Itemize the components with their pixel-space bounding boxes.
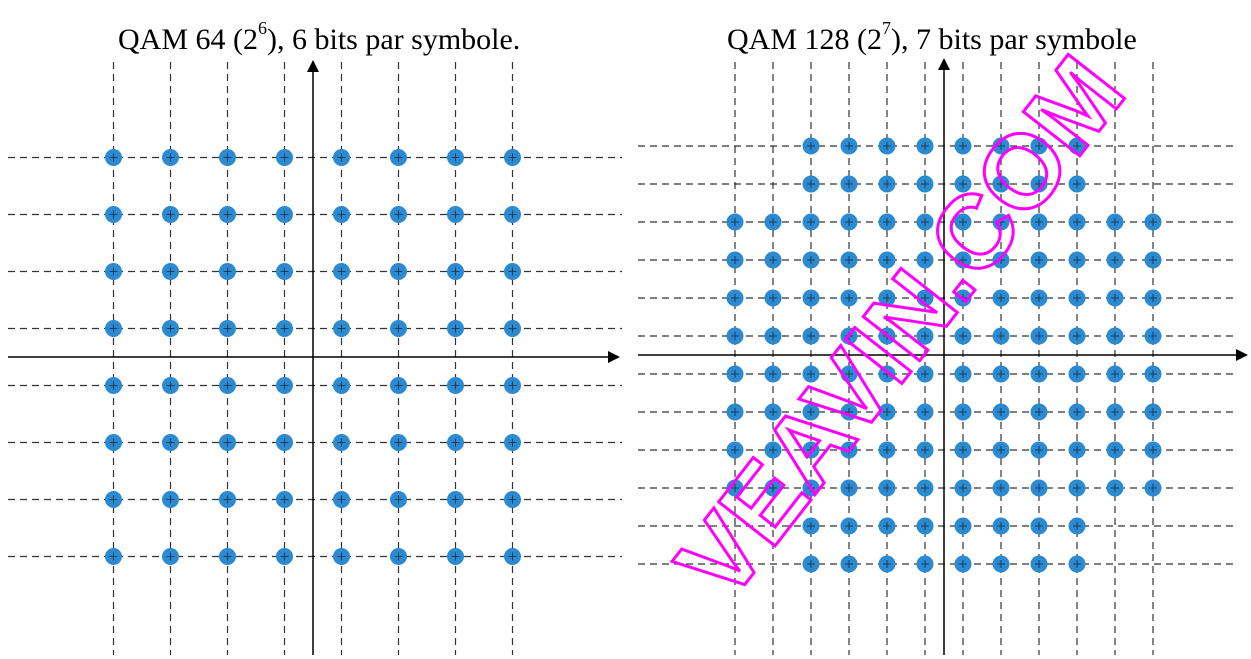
qam128-title-base: QAM 128 (2 [727,23,882,56]
qam64-title: QAM 64 (26), 6 bits par symbole. [118,12,520,60]
qam128-title: QAM 128 (27), 7 bits par symbole [727,12,1137,60]
quadrature-arrow-icon [307,60,319,72]
qam128-title-exponent: 7 [882,18,891,38]
qam128-title-rest: ), 7 bits par symbole [891,23,1137,56]
in-phase-arrow-icon [1236,349,1248,361]
qam64-title-rest: ), 6 bits par symbole. [267,23,521,56]
quadrature-arrow-icon [938,58,950,70]
qam64-title-exponent: 6 [258,18,267,38]
qam64-constellation [8,60,622,655]
qam64-title-base: QAM 64 (2 [118,23,258,56]
in-phase-arrow-icon [608,351,620,363]
qam128-constellation [638,58,1248,655]
